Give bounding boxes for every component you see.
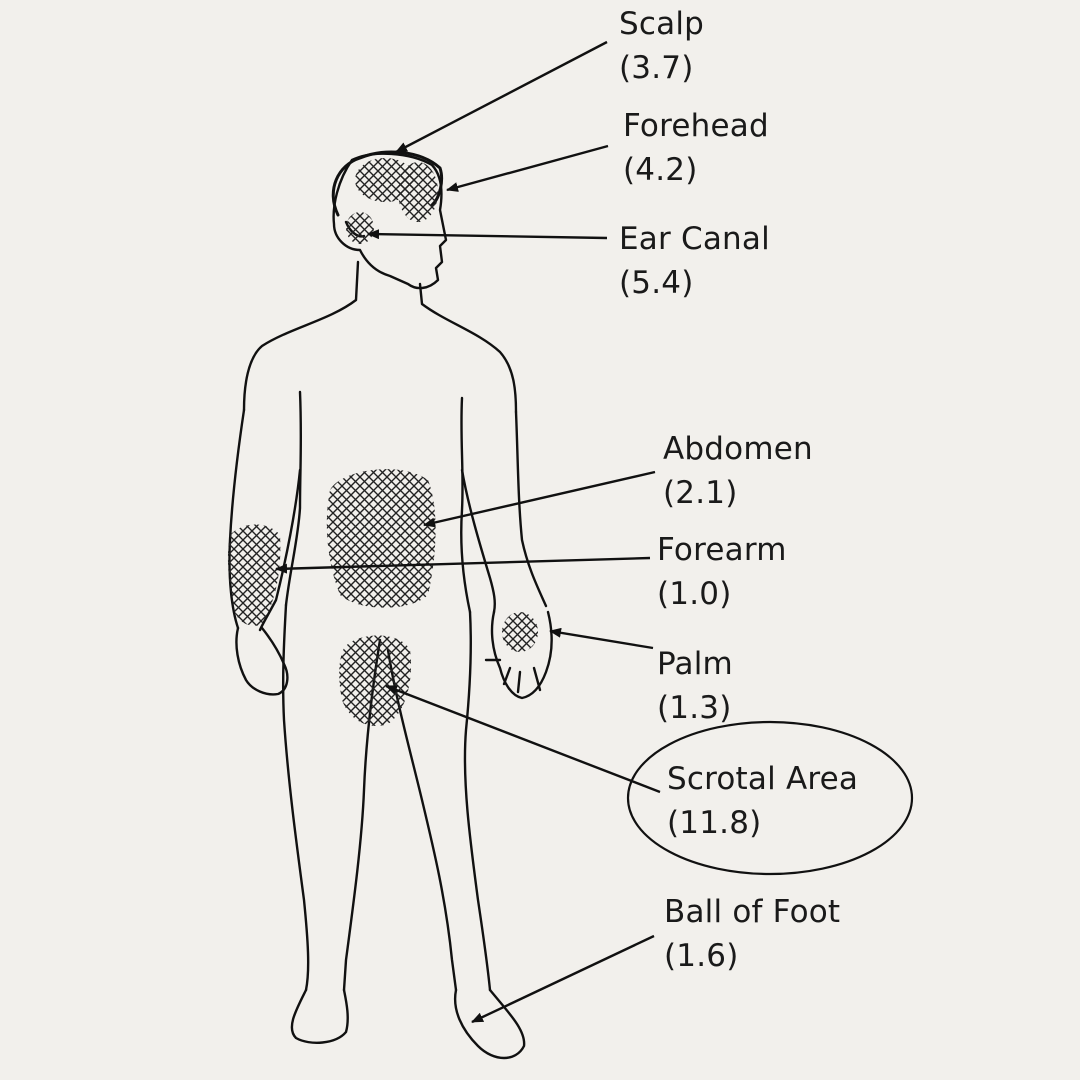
arrow-palm bbox=[549, 627, 654, 650]
label-scalp-name: Scalp bbox=[619, 6, 705, 42]
arrow-scrotal-area bbox=[385, 684, 661, 794]
label-ball-of-foot-name: Ball of Foot bbox=[664, 894, 841, 930]
label-ear-canal: Ear Canal (5.4) bbox=[619, 217, 770, 305]
label-abdomen-value: (2.1) bbox=[663, 475, 738, 511]
label-abdomen: Abdomen (2.1) bbox=[663, 427, 813, 515]
hatched-regions bbox=[227, 158, 538, 726]
arrow-ball-of-foot bbox=[471, 934, 655, 1024]
pointer-arrows bbox=[275, 40, 661, 1024]
label-forehead-value: (4.2) bbox=[623, 152, 698, 188]
label-scalp-value: (3.7) bbox=[619, 50, 694, 86]
label-forearm-name: Forearm bbox=[657, 532, 787, 568]
abdomen-region bbox=[326, 469, 436, 608]
scrotal-region bbox=[339, 635, 412, 726]
forearm-region bbox=[227, 524, 281, 626]
label-ear-canal-name: Ear Canal bbox=[619, 221, 770, 257]
label-forehead: Forehead (4.2) bbox=[623, 104, 769, 192]
palm-region bbox=[502, 612, 538, 652]
label-palm-value: (1.3) bbox=[657, 690, 732, 726]
forehead-region bbox=[398, 162, 438, 222]
arrow-abdomen bbox=[423, 470, 656, 528]
arrow-forearm bbox=[275, 556, 651, 574]
arrow-scalp bbox=[395, 40, 608, 154]
label-palm: Palm (1.3) bbox=[657, 642, 733, 730]
ear-region bbox=[346, 212, 374, 244]
arrow-ear-canal bbox=[367, 229, 608, 240]
label-scrotal-area-value: (11.8) bbox=[667, 805, 762, 841]
label-forearm-value: (1.0) bbox=[657, 576, 732, 612]
label-ball-of-foot: Ball of Foot (1.6) bbox=[664, 890, 840, 978]
label-forehead-name: Forehead bbox=[623, 108, 769, 144]
label-scrotal-area-name: Scrotal Area bbox=[667, 761, 859, 797]
label-forearm: Forearm (1.0) bbox=[657, 528, 787, 616]
label-ear-canal-value: (5.4) bbox=[619, 265, 694, 301]
label-ball-of-foot-value: (1.6) bbox=[664, 938, 739, 974]
label-abdomen-name: Abdomen bbox=[663, 431, 813, 467]
label-palm-name: Palm bbox=[657, 646, 733, 682]
highlight-ellipse bbox=[626, 720, 914, 876]
arrow-forehead bbox=[446, 144, 609, 192]
label-scalp: Scalp (3.7) bbox=[619, 2, 704, 90]
label-scrotal-area: Scrotal Area (11.8) bbox=[667, 757, 858, 845]
